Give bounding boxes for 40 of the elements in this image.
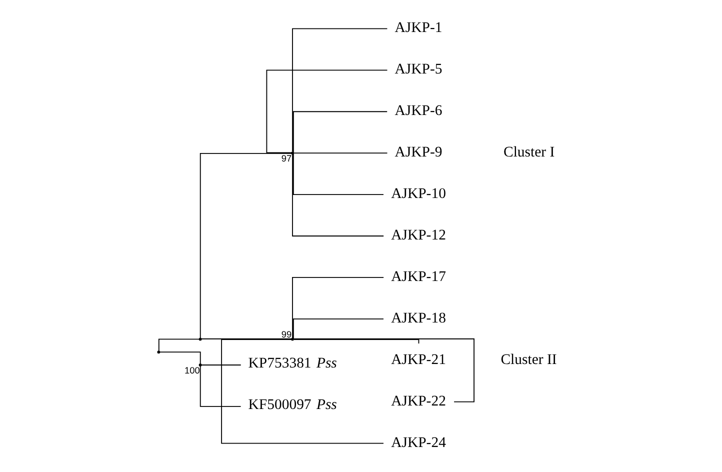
- connector: [159, 352, 201, 364]
- connector: [292, 111, 388, 154]
- connector: [200, 338, 292, 340]
- connector: [292, 153, 384, 195]
- node-text: AJKP-5: [394, 62, 442, 78]
- connector: [292, 154, 384, 236]
- node-text: AJKP-1: [394, 20, 442, 36]
- node-point: [198, 338, 202, 341]
- node-text: AJKP-6: [394, 103, 442, 120]
- node-text: AJKP-12: [391, 228, 446, 244]
- node-label: 97: [281, 153, 292, 164]
- node-point: [157, 350, 160, 354]
- node-point: [291, 338, 294, 341]
- node-label: 99: [281, 329, 292, 340]
- connector: [292, 277, 384, 339]
- node-point: [198, 364, 202, 366]
- node-text: AJKP-9: [394, 144, 442, 161]
- connector: [292, 28, 388, 152]
- connector: [293, 338, 474, 402]
- node-text: AJKP-17: [391, 268, 446, 285]
- connector: [200, 366, 242, 407]
- connector: [292, 318, 384, 340]
- connector: [200, 152, 292, 338]
- connector: [200, 364, 242, 366]
- node-text: AJKP-21: [391, 352, 446, 368]
- node-text: AJKP-22: [391, 393, 446, 410]
- node-text: KP753381 Pss: [248, 356, 337, 372]
- connector: [293, 152, 388, 154]
- node-point: [291, 152, 294, 155]
- node-text: KF500097 Pss: [248, 397, 337, 414]
- connector: [266, 70, 388, 154]
- label: Cluster II: [500, 352, 557, 368]
- connector: [158, 338, 200, 352]
- node-text: AJKP-24: [391, 434, 446, 451]
- node-label: 100: [184, 365, 200, 376]
- connector: [293, 339, 420, 344]
- connector: [221, 339, 384, 444]
- node-text: AJKP-18: [391, 310, 446, 326]
- label: Cluster I: [504, 144, 555, 161]
- node-text: AJKP-10: [391, 186, 446, 202]
